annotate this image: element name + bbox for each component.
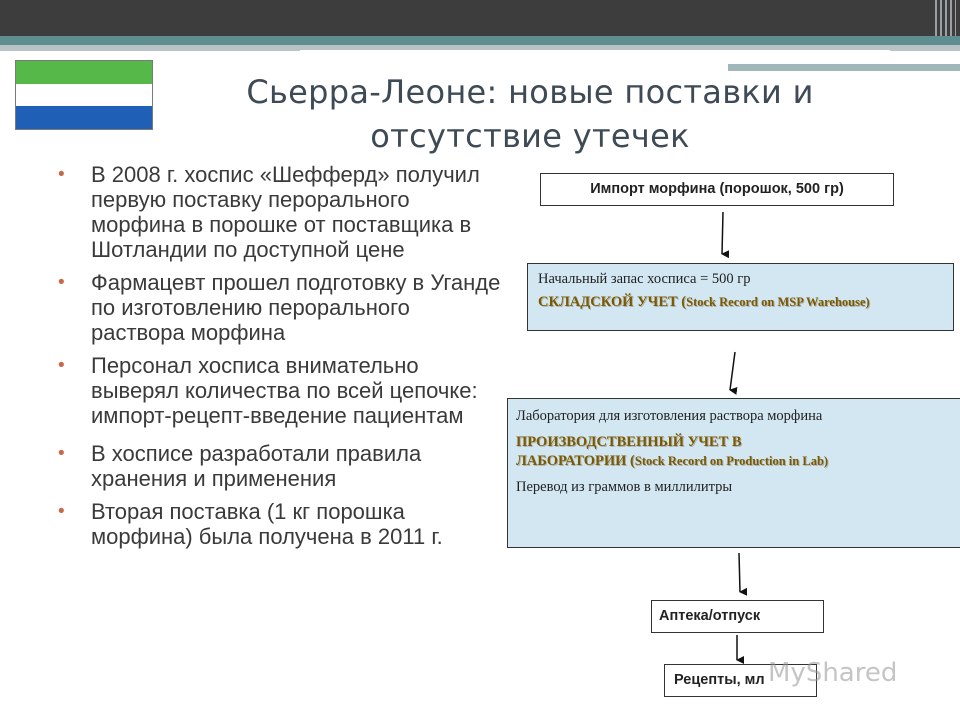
sierra-leone-flag xyxy=(15,60,153,130)
lab-box: Лаборатория для изготовления раствора мо… xyxy=(507,398,960,548)
lab-title-text: Лаборатория для изготовления раствора мо… xyxy=(516,408,823,424)
import-box: Импорт морфина (порошок, 500 гр) xyxy=(540,173,894,206)
stock-record-small: Stock Record on MSP Warehouse) xyxy=(686,295,870,309)
header-teal-band xyxy=(0,36,960,45)
arrow-3 xyxy=(738,552,748,596)
top-bar xyxy=(0,0,960,36)
title-line-2: отсутствие утечек xyxy=(370,117,690,155)
header-white-line xyxy=(300,50,890,52)
lab-record-main-2: ЛАБОРАТОРИИ ( xyxy=(516,453,635,469)
bullet-item: Фармацевт прошел подготовку в Уганде по … xyxy=(58,270,508,345)
header-gray-band xyxy=(0,45,960,51)
lab-record-main-1: ПРОИЗВОДСТВЕННЫЙ УЧЕТ В xyxy=(516,434,742,450)
recipes-box: Рецепты, мл xyxy=(664,664,817,697)
arrow-2 xyxy=(729,351,738,395)
bullet-item: В хосписе разработали правила хранения и… xyxy=(58,441,508,491)
bullet-item: Персонал хосписа внимательно выверял кол… xyxy=(58,353,508,428)
title-line-1: Сьерра-Леоне: новые поставки и xyxy=(246,73,814,111)
page-title: Сьерра-Леоне: новые поставки и отсутстви… xyxy=(210,70,850,158)
stock-record-text: СКЛАДСКОЙ УЧЕТ (Stock Record on MSP Ware… xyxy=(538,294,943,311)
right-accent-bar xyxy=(728,64,960,71)
stock-record-main: СКЛАДСКОЙ УЧЕТ ( xyxy=(538,294,687,310)
watermark: MyShared xyxy=(768,658,898,688)
lab-record-text: ПРОИЗВОДСТВЕННЫЙ УЧЕТ В ЛАБОРАТОРИИ (Sto… xyxy=(516,433,952,471)
pharmacy-box: Аптека/отпуск xyxy=(651,600,824,633)
corner-stripes xyxy=(932,0,956,36)
bullet-item: Вторая поставка (1 кг порошка морфина) б… xyxy=(58,499,508,549)
lab-record-small: Stock Record on Production in Lab) xyxy=(634,454,829,468)
lab-conversion-text: Перевод из граммов в миллилитры xyxy=(516,479,733,495)
bullet-item: В 2008 г. хоспис «Шефферд» получил перву… xyxy=(58,162,508,262)
stock-initial-text: Начальный запас хосписа = 500 гр xyxy=(538,271,751,287)
stock-box: Начальный запас хосписа = 500 гр СКЛАДСК… xyxy=(527,263,954,331)
arrow-1 xyxy=(721,211,730,259)
bullet-list: В 2008 г. хоспис «Шефферд» получил перву… xyxy=(58,162,508,557)
